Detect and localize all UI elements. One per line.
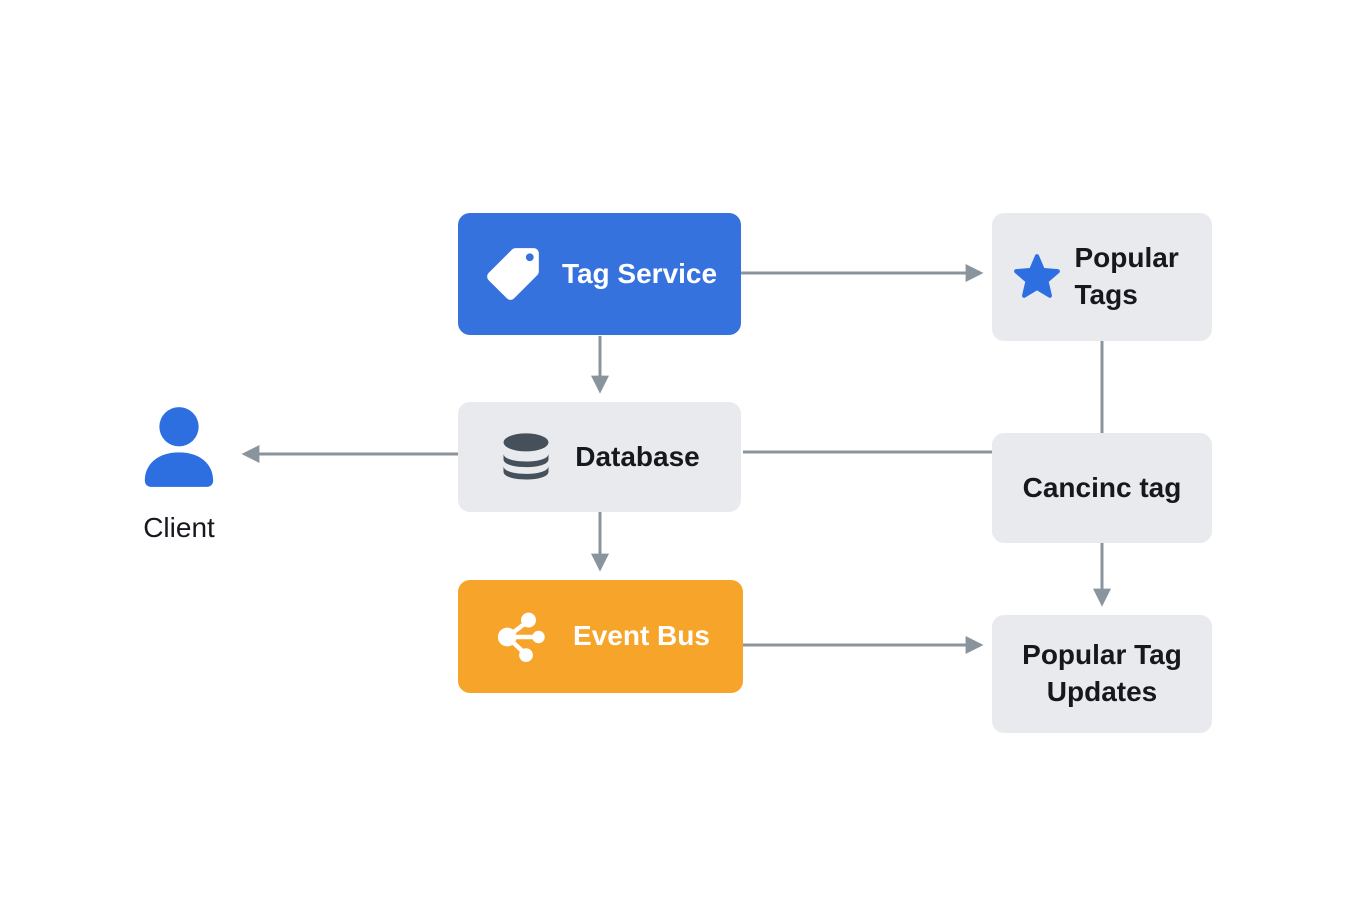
node-database: Database <box>458 402 741 512</box>
node-label: Client <box>143 512 215 543</box>
hub-icon <box>491 607 573 667</box>
node-label: Tag Service <box>561 257 718 289</box>
database-icon <box>499 432 575 482</box>
node-tag-service: Tag Service <box>458 213 741 335</box>
node-label: Popular Tag Updates <box>1022 639 1182 707</box>
node-label: Event Bus <box>573 620 710 652</box>
node-label: Database <box>575 440 700 472</box>
tag-icon <box>482 243 562 305</box>
node-event-bus: Event Bus <box>458 580 743 693</box>
node-label: Cancinc tag <box>1022 471 1182 503</box>
node-popular-tags: Popular Tags <box>992 213 1212 341</box>
node-label: Popular Tags <box>1074 242 1179 310</box>
node-client: Client <box>136 403 222 544</box>
person-icon <box>138 403 220 500</box>
node-cancinc-tag: Cancinc tag <box>992 433 1212 543</box>
node-popular-tag-updates: Popular Tag Updates <box>992 615 1212 733</box>
star-icon <box>1012 252 1075 302</box>
